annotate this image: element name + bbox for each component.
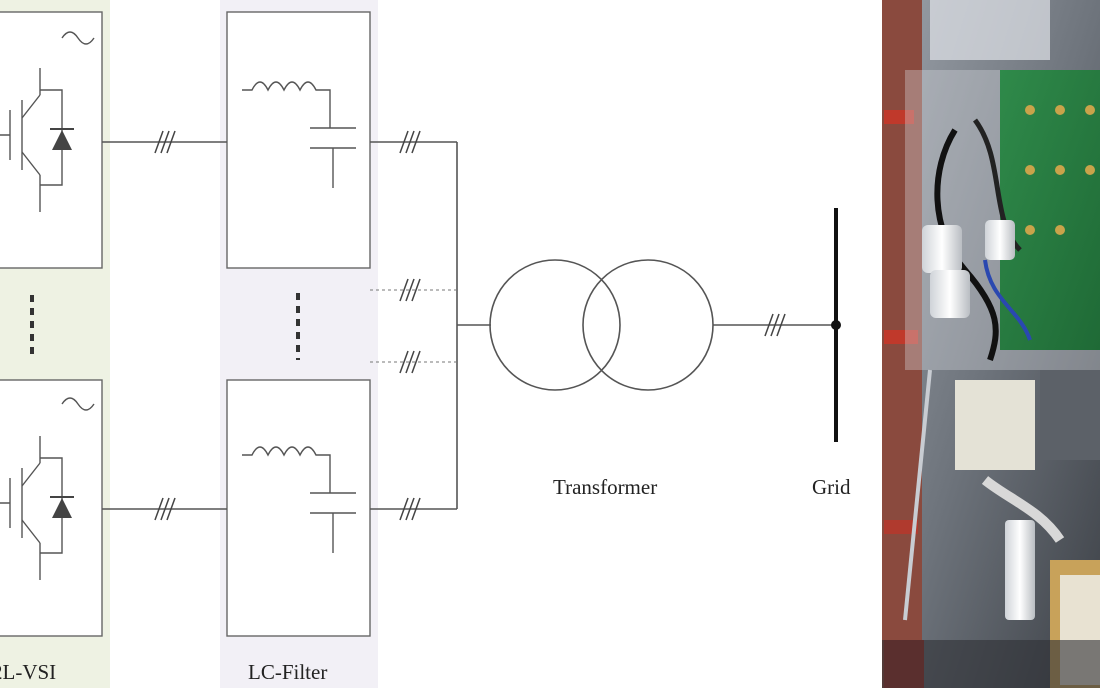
phase-slash (405, 278, 415, 302)
inductor-icon (242, 446, 331, 493)
lc-module-bottom (226, 379, 371, 637)
phase-slash (399, 497, 409, 521)
capacitor-icon (310, 127, 356, 188)
phase-slash (411, 278, 421, 302)
inverter-module-bottom (0, 379, 103, 637)
ac-sine-icon (61, 31, 95, 45)
diode-icon (50, 496, 74, 518)
phase-slash (405, 130, 415, 154)
phase-slash (764, 313, 774, 337)
phase-slash (166, 497, 176, 521)
lab-hardware-photo (882, 0, 1100, 688)
phase-slash (160, 130, 170, 154)
phase-slash (405, 497, 415, 521)
grid-bus (831, 208, 841, 442)
diode-icon (50, 128, 74, 150)
lc-module-top (226, 11, 371, 269)
phase-slash (399, 130, 409, 154)
phase-slash (166, 130, 176, 154)
phase-slash (411, 350, 421, 374)
inverter-label: 2L-VSI (0, 660, 56, 684)
filter-panel: LC-Filter (220, 0, 378, 688)
phase-slash (411, 130, 421, 154)
phase-slash (770, 313, 780, 337)
three-phase-markers (154, 130, 786, 521)
phase-slash (776, 313, 786, 337)
inverter-module-top (0, 11, 103, 269)
inverter-panel: 2L-VSI (0, 0, 110, 688)
inductor-icon (242, 81, 331, 128)
phase-slash (160, 497, 170, 521)
phase-slash (399, 350, 409, 374)
phase-slash (411, 497, 421, 521)
grid-label: Grid (812, 475, 851, 499)
wiring (102, 141, 836, 510)
phase-slash (399, 278, 409, 302)
phase-slash (405, 350, 415, 374)
phase-slash (154, 130, 164, 154)
filter-label: LC-Filter (248, 660, 327, 684)
capacitor-icon (310, 492, 356, 553)
ac-sine-icon (61, 397, 95, 411)
transformer-label: Transformer (553, 475, 657, 499)
transformer-symbol (489, 259, 714, 391)
phase-slash (154, 497, 164, 521)
